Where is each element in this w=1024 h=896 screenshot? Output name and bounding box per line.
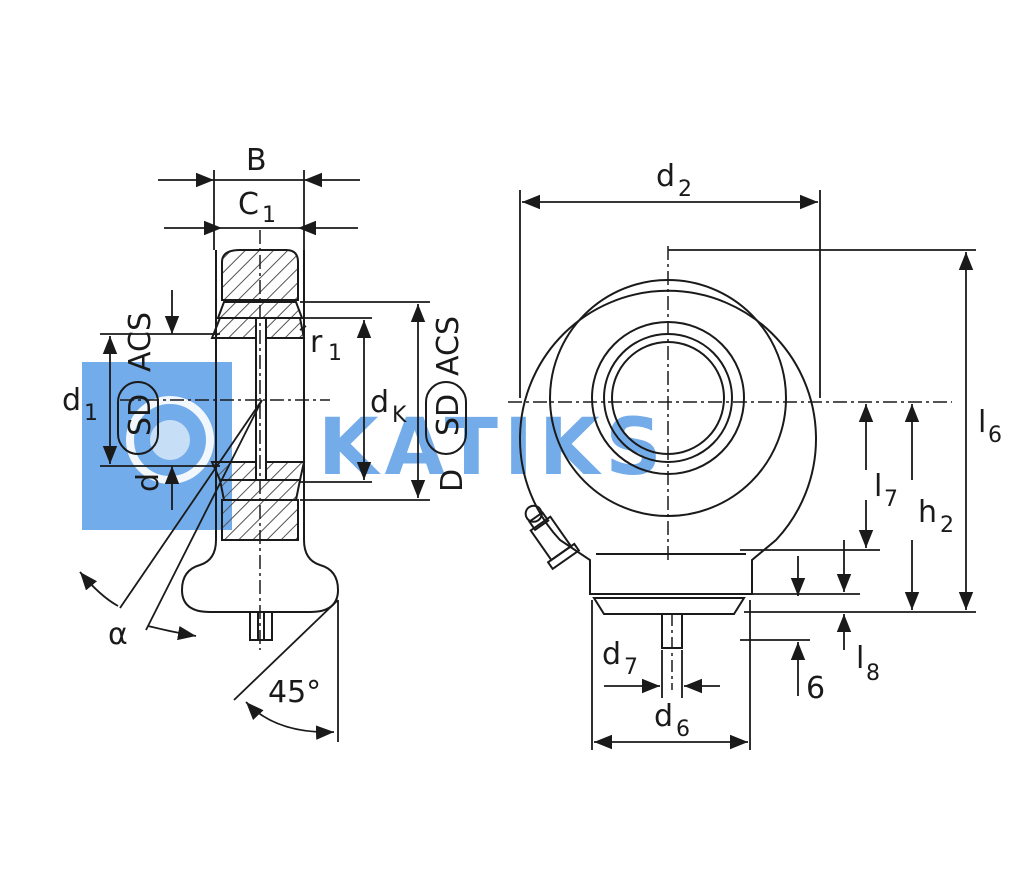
label-C1-sub: 1 xyxy=(262,203,276,228)
label-d7-sub: 7 xyxy=(624,655,638,680)
grease-nipple-icon xyxy=(524,504,581,571)
label-h2: h xyxy=(918,495,937,530)
label-alpha: α xyxy=(108,617,128,652)
label-l8: l xyxy=(856,641,864,676)
badge-left-oval xyxy=(117,381,159,455)
label-l6-sub: 6 xyxy=(988,423,1002,448)
section-dimensions xyxy=(79,170,430,742)
lube-bore xyxy=(255,317,267,481)
badge-right-sd: SD xyxy=(431,394,466,436)
shank-stub xyxy=(249,611,273,641)
label-six: 6 xyxy=(806,671,825,706)
label-r1: r xyxy=(310,325,323,360)
watermark: KATIKS xyxy=(82,362,668,530)
shank-flange xyxy=(592,597,746,615)
label-h2-sub: 2 xyxy=(940,513,954,538)
housing-outline xyxy=(519,289,817,595)
label-d1: d xyxy=(62,383,81,418)
section-labels: B C 1 d 1 r 1 d K d D α 45° xyxy=(62,143,470,710)
label-D-vertical: D xyxy=(435,469,470,492)
label-r1-sub: 1 xyxy=(328,341,342,366)
badge-left-sd: SD xyxy=(123,394,158,436)
label-B: B xyxy=(246,143,267,178)
badge-left-acs: ACS xyxy=(123,312,158,372)
front-view xyxy=(508,246,952,690)
label-dK-sub: K xyxy=(392,403,407,428)
badge-right-oval xyxy=(425,381,467,455)
label-d2-sub: 2 xyxy=(678,177,692,202)
label-d6-sub: 6 xyxy=(676,717,690,742)
label-dK: d xyxy=(370,385,389,420)
badge-right-acs: ACS xyxy=(431,316,466,376)
label-l7: l xyxy=(874,469,882,504)
front-dimensions xyxy=(519,190,976,750)
label-l7-sub: 7 xyxy=(884,487,898,512)
front-labels: d 2 l 6 l 7 h 2 l 8 6 d 7 d 6 xyxy=(602,159,1002,742)
section-view xyxy=(120,230,340,650)
badge-right: SD ACS xyxy=(425,316,467,455)
label-l8-sub: 8 xyxy=(866,661,880,686)
label-d7: d xyxy=(602,637,621,672)
label-d2: d xyxy=(656,159,675,194)
label-d6: d xyxy=(654,699,673,734)
label-l6: l xyxy=(978,405,986,440)
label-angle-45: 45° xyxy=(268,675,321,710)
label-C1: C xyxy=(238,187,259,222)
label-d1-sub: 1 xyxy=(84,401,98,426)
label-d-vertical: d xyxy=(131,473,166,492)
badge-left: SD ACS xyxy=(117,312,159,455)
watermark-text: KATIKS xyxy=(318,403,668,493)
